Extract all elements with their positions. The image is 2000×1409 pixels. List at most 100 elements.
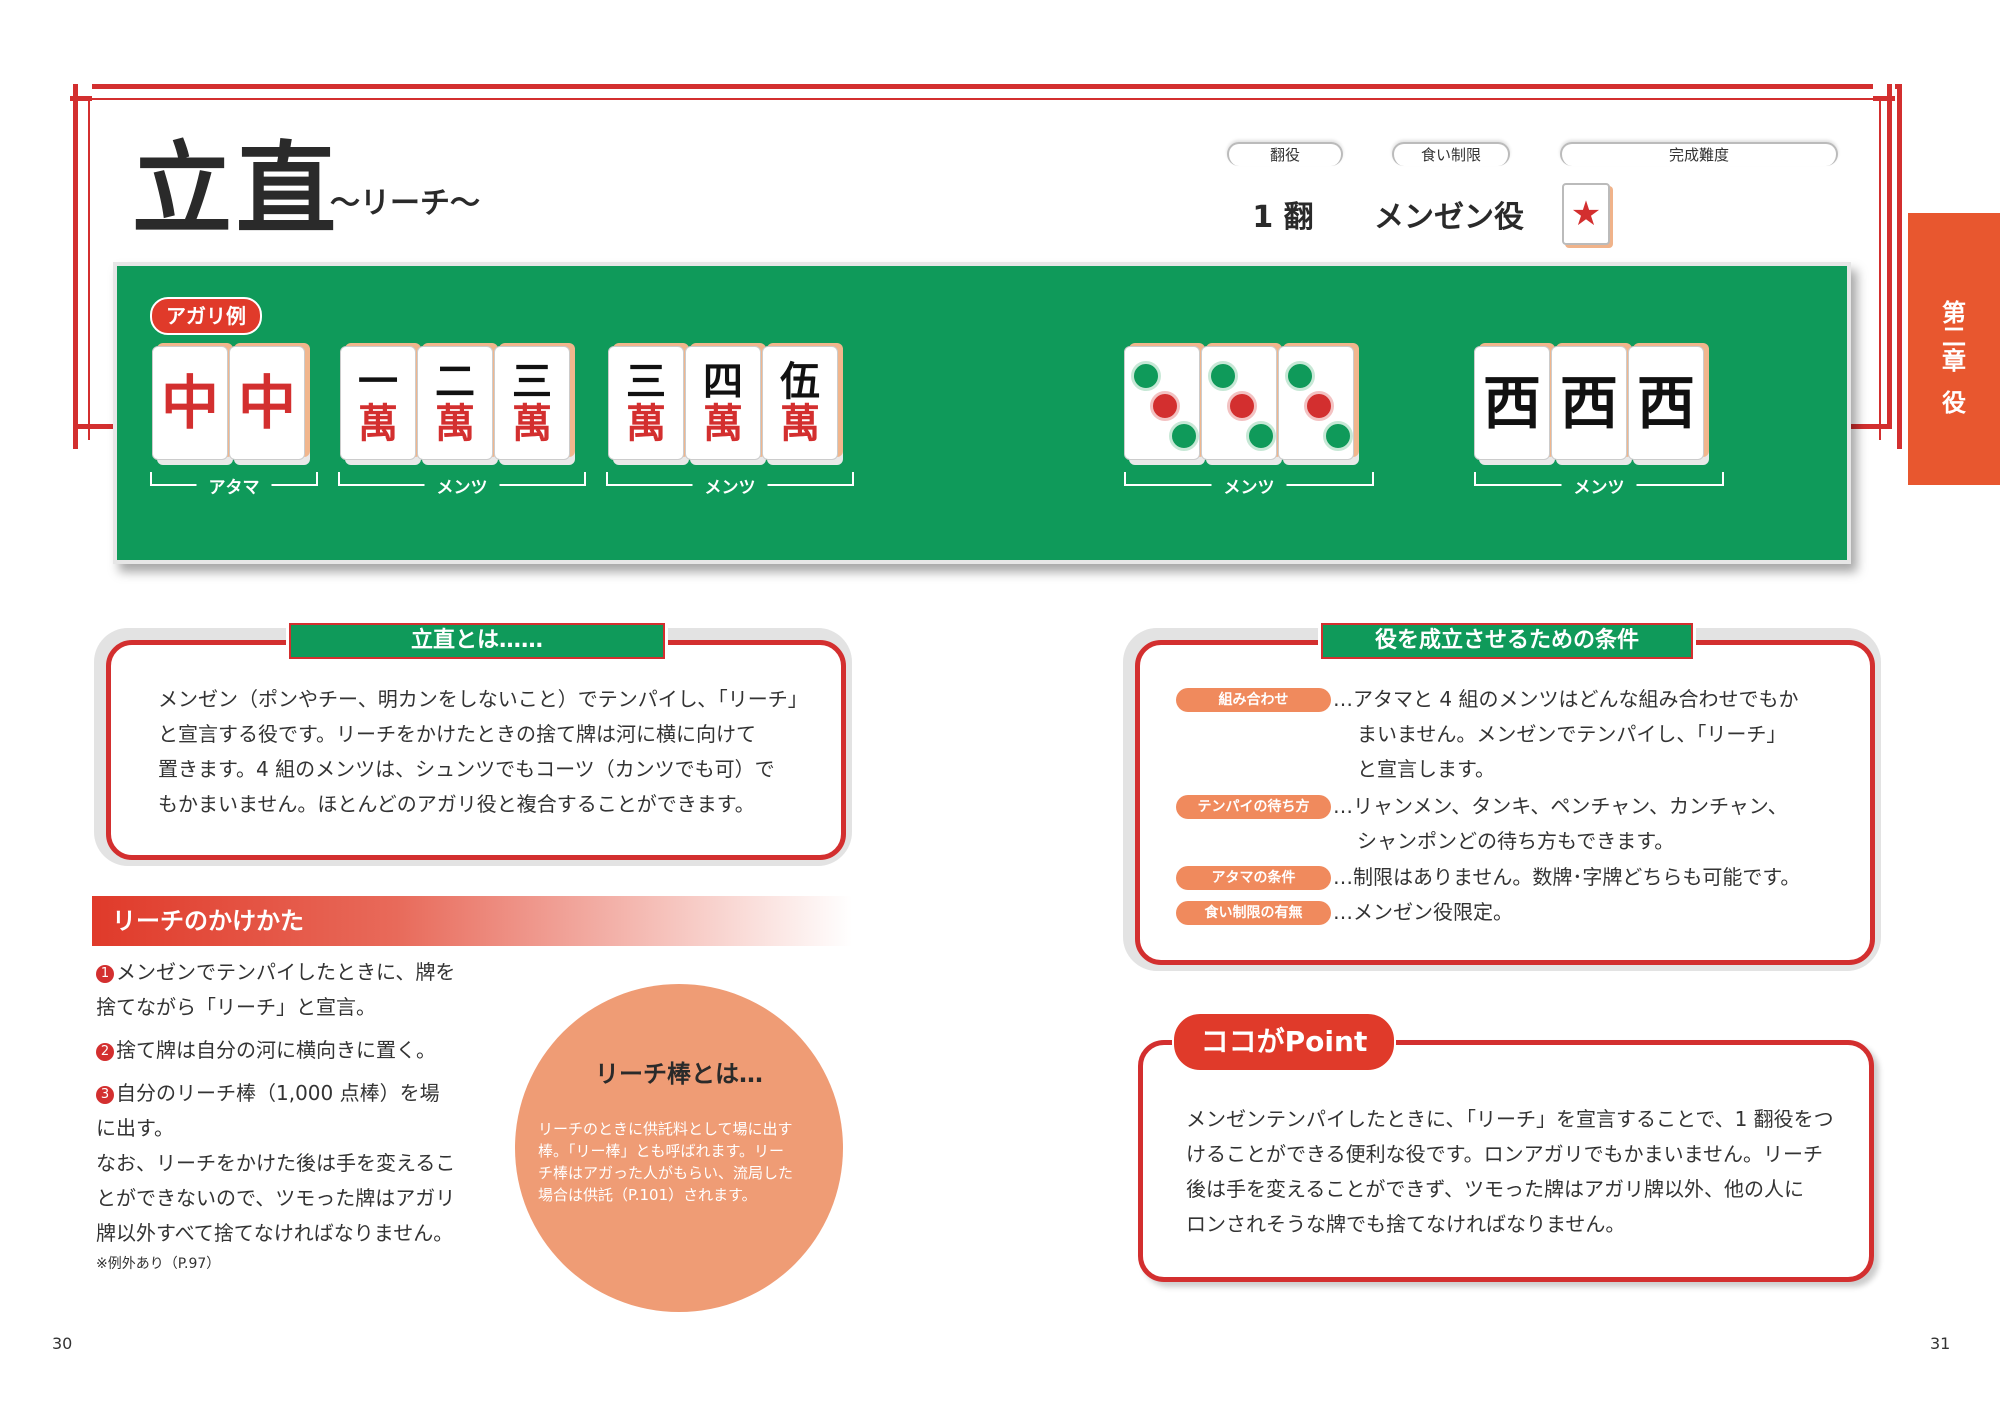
text-line: 棒。「リー棒」とも呼ばれます。リー [538,1142,785,1160]
text-line: と宣言する役です。リーチをかけたときの捨て牌は河に横に向けて [158,722,756,746]
step-line: に出す。 [96,1116,174,1140]
tile-manzu: 三萬 [494,346,570,460]
tile-manzu: 四萬 [685,346,761,460]
what-is-text: メンゼン（ポンやチー、明カンをしないこと）でテンパイし､「リーチ」 と宣言する役… [158,682,818,822]
pin-circle-icon [1304,391,1334,421]
han-label: 翻役 [1227,142,1343,166]
text-line: リーチのときに供託料として場に出す [538,1120,793,1138]
text-line: メンゼン（ポンやチー、明カンをしないこと）でテンパイし､「リーチ」 [158,687,808,711]
chapter-tab[interactable]: 第 二 章 役 [1908,213,2000,485]
tile-pinzu-3 [1124,346,1200,460]
step-text: 捨て牌は自分の河に横向きに置く。 [116,1038,436,1062]
text-line: けることができる便利な役です。ロンアガリでもかまいません。リーチ [1186,1142,1823,1166]
tile-west: 西 [1551,346,1627,460]
tile-face: 西 [1636,368,1695,437]
tile-suit: 萬 [512,400,552,447]
tile-number: 二 [435,358,475,405]
text-line: 置きます。4 組のメンツは、シュンツでもコーツ（カンツでも可）で [158,757,775,781]
text-line: チ棒はアガった人がもらい、流局した [538,1164,794,1182]
group-label: メンツ [1211,473,1287,498]
difficulty-label: 完成難度 [1560,142,1838,166]
text-line: まいません。メンゼンでテンパイし、「リーチ」 [1357,722,1787,746]
frame-left-leg [73,84,78,429]
pin-circle-icon [1150,391,1180,421]
condition-tag: 組み合わせ [1176,688,1331,712]
group-label: メンツ [1561,473,1637,498]
step-line: 捨てながら「リーチ」と宣言。 [96,995,376,1019]
point-box [1138,1040,1874,1282]
step-number-icon: 2 [96,1043,114,1061]
chapter-char: 第 [1942,299,1966,327]
text-line: 後は手を変えることができず、ツモった牌はアガリ牌以外、他の人に [1186,1177,1804,1201]
chapter-char: 章 [1942,347,1966,375]
tile-manzu: 一萬 [340,346,416,460]
tile-face: 西 [1482,368,1541,437]
text-line: …アタマと 4 組のメンツはどんな組み合わせでもか [1333,687,1799,711]
tile-pinzu-3 [1278,346,1354,460]
frame-left-foot [73,424,115,429]
condition-text: …リャンメン、タンキ、ペンチャン、カンチャン、 シャンポンどの待ち方もできます。 [1333,789,1853,859]
group-bracket: メンツ [338,472,586,498]
text-line: 場合は供託（P.101）されます。 [538,1186,757,1204]
tile-suit: 萬 [358,400,398,447]
page-title: 立直 [132,131,340,248]
tile-suit: 萬 [435,400,475,447]
tile-west: 西 [1628,346,1704,460]
tile-number: 四 [703,358,743,405]
step-number-icon: 1 [96,965,114,983]
agari-example-badge: アガリ例 [150,297,262,335]
tile-suit: 萬 [626,400,666,447]
pin-circle-icon [1227,391,1257,421]
page-number-right: 31 [1930,1334,1951,1353]
title-frame-inner [88,98,1881,440]
condition-text: …メンゼン役限定。 [1333,895,1853,930]
how-to-heading: リーチのかけかた [92,896,852,946]
text-line: …制限はありません。数牌･字牌どちらも可能です。 [1333,865,1801,889]
note-line: 牌以外すべて捨てなければなりません。 [96,1221,454,1245]
pin-circle-icon [1323,421,1353,451]
step-text: メンゼンでテンパイしたときに、牌を [116,960,456,984]
condition-text: …アタマと 4 組のメンツはどんな組み合わせでもか まいません。メンゼンでテンパ… [1333,682,1853,787]
tile-number: 伍 [780,358,820,405]
text-line: メンゼンテンパイしたときに､「リーチ」を宣言することで、1 翻役をつ [1186,1107,1834,1131]
chapter-char: 二 [1942,323,1966,351]
note-line: なお、リーチをかけた後は手を変えるこ [96,1151,456,1175]
tile-manzu: 二萬 [417,346,493,460]
tile-west: 西 [1474,346,1550,460]
tile-number: 一 [358,358,398,405]
group-bracket: アタマ [150,472,318,498]
step-text: 自分のリーチ棒（1,000 点棒）を場 [116,1081,440,1105]
pin-circle-icon [1131,361,1161,391]
frame-corner-line [1873,96,1895,101]
tile-face: 中 [237,368,296,437]
tile-suit: 萬 [780,400,820,447]
step-number-icon: 3 [96,1086,114,1104]
pin-circle-icon [1246,421,1276,451]
group-label: アタマ [196,473,272,498]
bubble-title: リーチ棒とは… [595,1060,763,1088]
group-bracket: メンツ [1124,472,1374,498]
restriction-label: 食い制限 [1392,142,1510,166]
tile-face: 中 [160,368,219,437]
pin-circle-icon [1285,361,1315,391]
tile-chun: 中 [229,346,305,460]
text-line: と宣言します。 [1357,757,1495,781]
condition-text: …制限はありません。数牌･字牌どちらも可能です。 [1333,860,1853,895]
group-label: メンツ [692,473,768,498]
condition-tag: アタマの条件 [1176,866,1331,890]
group-label: メンツ [424,473,500,498]
frame-corner-line [70,96,92,101]
tile-face: 西 [1559,368,1618,437]
page-number-left: 30 [52,1334,73,1353]
tile-number: 三 [512,358,552,405]
condition-tag: テンパイの待ち方 [1176,795,1331,819]
pin-circle-icon [1169,421,1199,451]
frame-right-foot [1845,424,1892,429]
footnote: ※例外あり（P.97） [96,1256,221,1272]
page-title-reading: ～リーチ～ [330,186,480,221]
han-value: 1 翻 [1252,200,1314,235]
